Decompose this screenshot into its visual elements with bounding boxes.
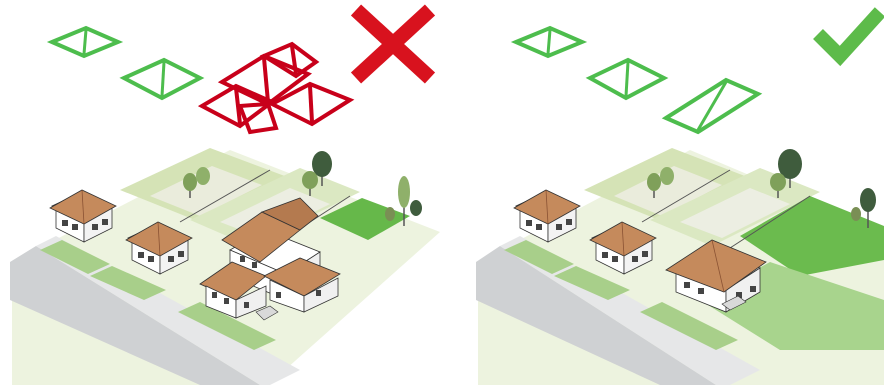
check-mark-icon (818, 12, 880, 56)
x-mark-icon (356, 10, 430, 78)
left-tree-4 (385, 176, 422, 226)
right-panel (476, 12, 884, 385)
left-panel (10, 10, 440, 385)
left-outline-3-oversized (202, 44, 350, 132)
right-outline-2-diag (626, 62, 628, 96)
left-outline-1-diag (84, 30, 86, 54)
right-outline-1-diag (548, 30, 550, 54)
left-outline-2-diag (162, 62, 164, 96)
